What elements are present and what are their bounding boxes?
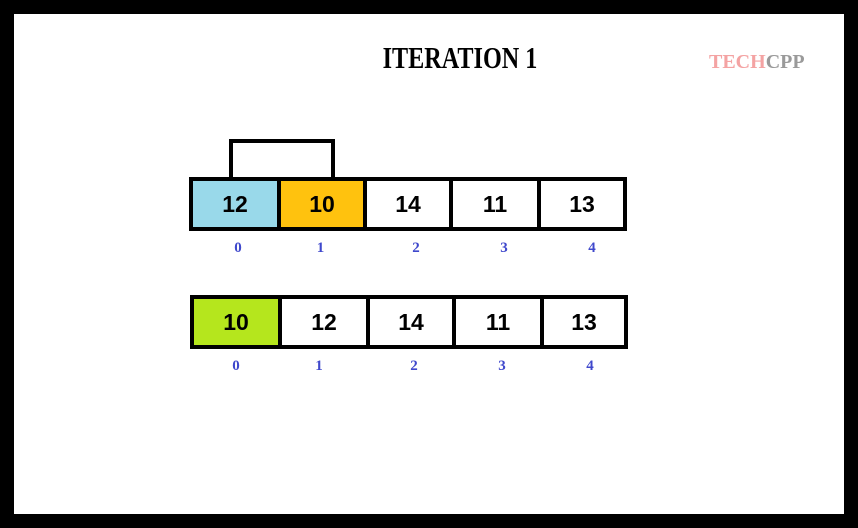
array-before: 12 10 14 11 13 xyxy=(189,177,627,231)
array-cell: 14 xyxy=(366,295,456,349)
logo: TECHCPP xyxy=(709,51,805,74)
array-after: 10 12 14 11 13 xyxy=(190,295,628,349)
index-label: 1 xyxy=(316,240,325,256)
index-label: 1 xyxy=(315,358,323,374)
array-cell: 12 xyxy=(278,295,370,349)
array-cell: 10 xyxy=(190,295,282,349)
index-label: 3 xyxy=(500,240,508,256)
index-label: 4 xyxy=(586,358,594,374)
index-label: 0 xyxy=(234,240,242,256)
logo-part-tech: TECH xyxy=(709,51,766,73)
index-row-before: 0 1 2 3 4 xyxy=(196,240,647,257)
index-label: 2 xyxy=(412,240,420,256)
array-cell: 13 xyxy=(540,295,628,349)
index-label: 2 xyxy=(410,358,418,374)
index-label: 0 xyxy=(232,358,240,374)
array-cell: 11 xyxy=(452,295,544,349)
diagram-canvas xyxy=(14,14,844,514)
index-label: 3 xyxy=(498,358,506,374)
array-cell: 12 xyxy=(189,177,281,231)
iteration-title: ITERATION 1 xyxy=(382,40,538,75)
array-cell: 13 xyxy=(537,177,627,231)
logo-part-cpp: CPP xyxy=(765,51,805,73)
array-cell: 10 xyxy=(277,177,367,231)
swap-connector xyxy=(229,139,335,182)
array-cell: 11 xyxy=(449,177,541,231)
index-label: 4 xyxy=(588,240,596,256)
index-row-after: 0 1 2 3 4 xyxy=(194,358,644,375)
array-cell: 14 xyxy=(363,177,453,231)
